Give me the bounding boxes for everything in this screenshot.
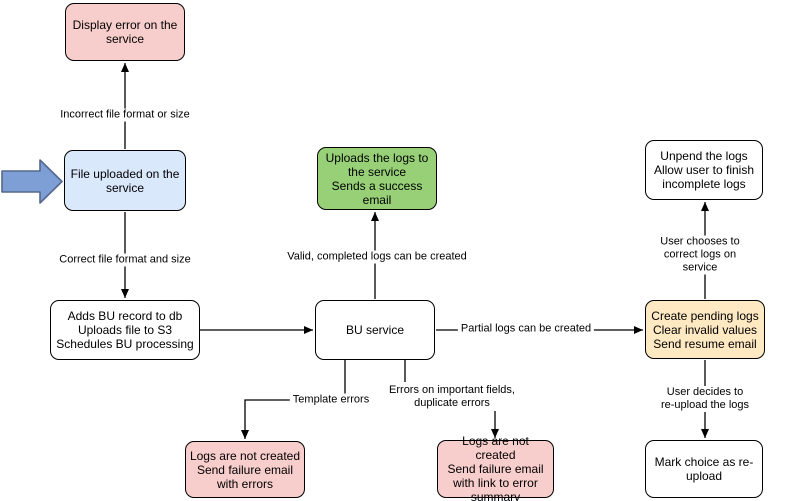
node-file-uploaded: File uploaded on the service: [64, 150, 186, 211]
edge-label-incorrect-file: Incorrect file format or size: [57, 108, 193, 122]
node-unpend-logs: Unpend the logs Allow user to finish inc…: [645, 140, 763, 200]
edge-label-correct-on-service: User chooses to correct logs on service: [649, 235, 751, 275]
node-mark-reupload: Mark choice as re- upload: [645, 440, 763, 498]
node-failure-fields: Logs are not created Send failure email …: [437, 434, 554, 501]
edge-label-correct-file: Correct file format and size: [56, 253, 194, 267]
node-process-upload: Adds BU record to db Uploads file to S3 …: [50, 300, 200, 360]
edge-label-partial-logs: Partial logs can be created: [457, 322, 595, 336]
node-create-pending: Create pending logs Clear invalid values…: [645, 300, 765, 359]
edge-label-reupload-decision: User decides to re-upload the logs: [657, 386, 753, 412]
edge-label-field-errors: Errors on important fields, duplicate er…: [386, 384, 518, 410]
edge-label-valid-logs: Valid, completed logs can be created: [284, 250, 470, 264]
node-display-error: Display error on the service: [65, 3, 185, 61]
node-bu-service: BU service: [315, 300, 435, 360]
edge-label-template-errors: Template errors: [289, 393, 373, 407]
node-success-upload: Uploads the logs to the service Sends a …: [317, 147, 437, 210]
node-failure-template: Logs are not created Send failure email …: [185, 441, 305, 498]
input-arrow-icon: [1, 159, 63, 204]
